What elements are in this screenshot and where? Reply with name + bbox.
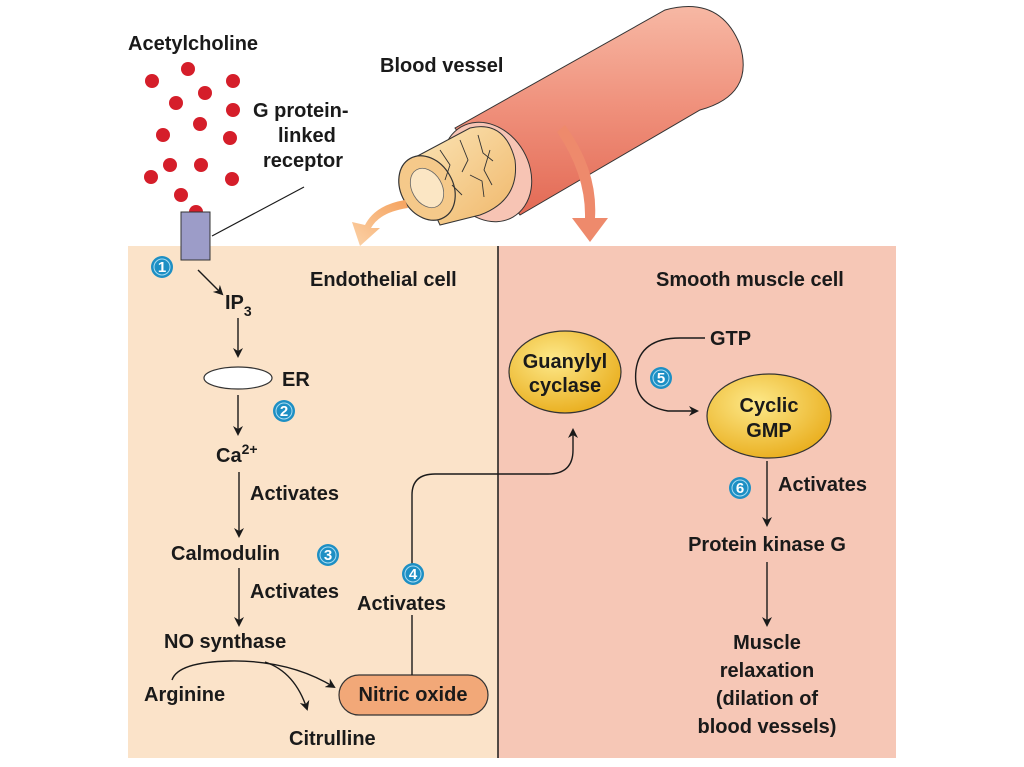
arrow-to-citrulline xyxy=(264,661,310,711)
gtp-label: GTP xyxy=(710,328,751,350)
smooth-muscle-cell-panel xyxy=(498,246,896,758)
cyclic-gmp-node xyxy=(706,373,832,459)
arrow-nitric-oxide-to-guanylyl-cyclase xyxy=(411,430,573,675)
svg-text:1: 1 xyxy=(158,259,166,276)
guanylyl-cyclase-label-line1: Guanylyl xyxy=(523,351,607,373)
step-badge-2: 2 xyxy=(273,400,295,422)
svg-text:3: 3 xyxy=(324,547,332,564)
step-badge-3: 3 xyxy=(317,544,339,566)
citrulline-label: Citrulline xyxy=(289,728,376,750)
activates-label-1: Activates xyxy=(250,483,339,505)
result-label-line1: Muscle xyxy=(733,632,801,654)
protein-kinase-g-label: Protein kinase G xyxy=(688,534,846,556)
step-badge-1: 1 xyxy=(151,256,173,278)
acetylcholine-label: Acetylcholine xyxy=(128,33,258,55)
arrow-arginine-to-nitric-oxide xyxy=(171,660,336,689)
calmodulin-label: Calmodulin xyxy=(171,543,280,565)
step-badge-6: 6 xyxy=(729,477,751,499)
acetylcholine-molecules xyxy=(144,62,240,219)
nitric-oxide-label: Nitric oxide xyxy=(359,684,468,706)
receptor-leader-line xyxy=(211,186,305,237)
blood-vessel-illustration xyxy=(398,6,744,226)
ip3-label: IP3 xyxy=(225,292,252,319)
endothelial-cell-title: Endothelial cell xyxy=(310,269,457,291)
svg-text:5: 5 xyxy=(657,370,665,387)
result-label-line2: relaxation xyxy=(720,660,814,682)
step-badge-5: 5 xyxy=(650,367,672,389)
activates-label-2: Activates xyxy=(250,581,339,603)
arrow-to-endothelial-icon xyxy=(352,200,408,246)
cyclic-gmp-label-line1: Cyclic xyxy=(740,395,799,417)
er-organelle xyxy=(203,366,273,390)
step-badge-4: 4 xyxy=(402,563,424,585)
svg-text:4: 4 xyxy=(409,566,418,583)
endothelial-cell-panel xyxy=(128,246,498,758)
no-synthase-label: NO synthase xyxy=(164,631,286,653)
svg-text:2: 2 xyxy=(280,403,288,420)
svg-text:6: 6 xyxy=(736,480,744,497)
receptor-label-line3: receptor xyxy=(263,150,343,172)
g-protein-receptor xyxy=(180,211,211,261)
blood-vessel-label: Blood vessel xyxy=(380,55,503,77)
smooth-muscle-cell-title: Smooth muscle cell xyxy=(656,269,844,291)
ca-label: Ca2+ xyxy=(216,441,258,467)
arginine-label: Arginine xyxy=(144,684,225,706)
activates-label-4: Activates xyxy=(778,474,867,496)
result-label-line4: blood vessels) xyxy=(698,716,837,738)
result-label-line3: (dilation of xyxy=(716,688,819,710)
arrow-gtp-to-cyclic-gmp xyxy=(634,337,705,416)
receptor-label-line1: G protein- xyxy=(253,100,349,122)
guanylyl-cyclase-node xyxy=(508,330,622,414)
er-label: ER xyxy=(282,369,310,391)
guanylyl-cyclase-label-line2: cyclase xyxy=(529,375,601,397)
nitric-oxide-node xyxy=(338,674,489,716)
receptor-label-line2: linked xyxy=(278,125,336,147)
arrow-receptor-to-ip3 xyxy=(197,269,224,296)
arrow-to-smooth-muscle-icon xyxy=(557,125,608,242)
activates-label-3: Activates xyxy=(357,593,446,615)
cyclic-gmp-label-line2: GMP xyxy=(746,420,792,442)
